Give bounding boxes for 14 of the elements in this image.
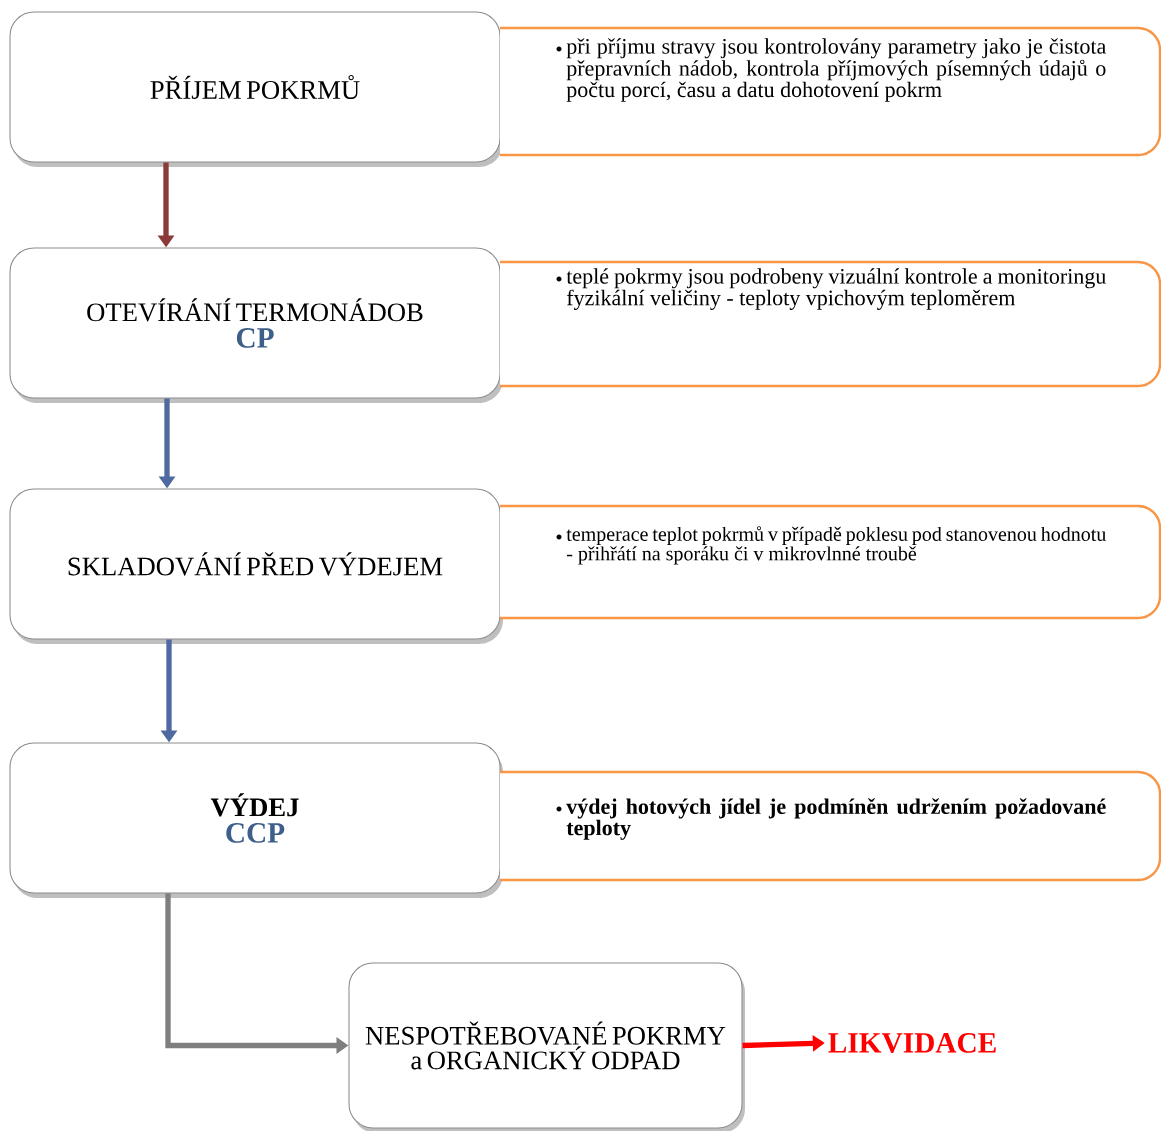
outcome-label: LIKVIDACE xyxy=(828,1033,996,1053)
note-box: teplé pokrmy jsou podrobeny vizuální kontrole a monitoringu fyzikální veličiny - teploty vpichovým teploměrem xyxy=(500,260,1161,388)
step-box: PŘÍJEM POKRMŮ xyxy=(9,11,503,167)
step-box: NESPOTŘEBOVANÉ POKRMY a ORGANICKÝ ODPAD xyxy=(348,962,745,1131)
node-label: při příjmu stravy jsou kontrolovány parametry jako je čistota přepravních nádob, kontrola příjmových písemných údajů o počtu porcí, času a datu dohotovení pokrm xyxy=(566,38,1107,102)
node-label: temperace teplot pokrmů v případě poklesu pod stanovenou hodnotu - přihřátí na sporáku či v mikrovlnné troubě xyxy=(566,526,1106,565)
note-box: výdej hotových jídel je podmíněn udržením požadované teploty xyxy=(500,770,1161,882)
note-box: při příjmu stravy jsou kontrolovány parametry jako je čistota přepravních nádob, kontrola příjmových písemných údajů o počtu porcí, času a datu dohotovení pokrm xyxy=(500,26,1161,157)
node-label: teplé pokrmy jsou podrobeny vizuální kontrole a monitoringu fyzikální veličiny - teploty vpichovým teploměrem xyxy=(566,268,1106,310)
step-box: OTEVÍRÁNÍ TERMONÁDOB CP xyxy=(9,247,503,403)
step-box: VÝDEJ CCP xyxy=(9,742,503,898)
note-box: temperace teplot pokrmů v případě poklesu pod stanovenou hodnotu - přihřátí na sporáku či v mikrovlnné troubě xyxy=(500,504,1161,620)
step-box: SKLADOVÁNÍ PŘED VÝDEJEM xyxy=(9,488,503,644)
node-label: výdej hotových jídel je podmíněn udržením požadované teploty xyxy=(566,798,1106,840)
